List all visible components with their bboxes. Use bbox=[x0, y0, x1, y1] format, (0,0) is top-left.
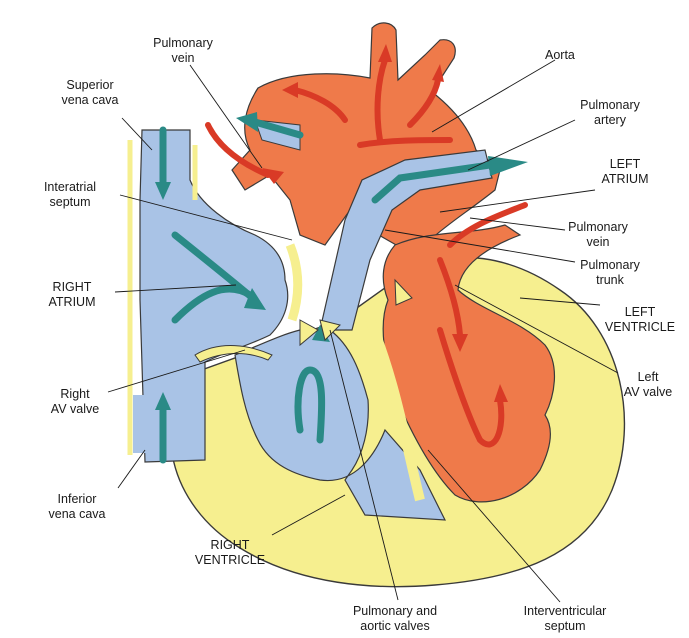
label-right-av-valve: Right AV valve bbox=[25, 387, 125, 417]
interatrial-septum-wall bbox=[290, 245, 298, 320]
label-left-av-valve: Left AV valve bbox=[598, 370, 689, 400]
label-left-atrium: LEFT ATRIUM bbox=[580, 157, 670, 187]
label-right-ventricle: RIGHT VENTRICLE bbox=[180, 538, 280, 568]
label-left-ventricle: LEFT VENTRICLE bbox=[590, 305, 689, 335]
label-pulmonary-trunk: Pulmonary trunk bbox=[560, 258, 660, 288]
label-inferior-vena-cava: Inferior vena cava bbox=[27, 492, 127, 522]
label-superior-vena-cava: Superior vena cava bbox=[40, 78, 140, 108]
label-aorta: Aorta bbox=[545, 48, 575, 63]
label-pulmonary-aortic-valves: Pulmonary and aortic valves bbox=[330, 604, 460, 634]
label-interatrial-septum: Interatrial septum bbox=[20, 180, 120, 210]
label-right-atrium: RIGHT ATRIUM bbox=[22, 280, 122, 310]
label-pulmonary-artery: Pulmonary artery bbox=[560, 98, 660, 128]
label-pulmonary-vein-right: Pulmonary vein bbox=[548, 220, 648, 250]
label-pulmonary-vein-top: Pulmonary vein bbox=[138, 36, 228, 66]
label-interventricular-septum: Interventricular septum bbox=[500, 604, 630, 634]
